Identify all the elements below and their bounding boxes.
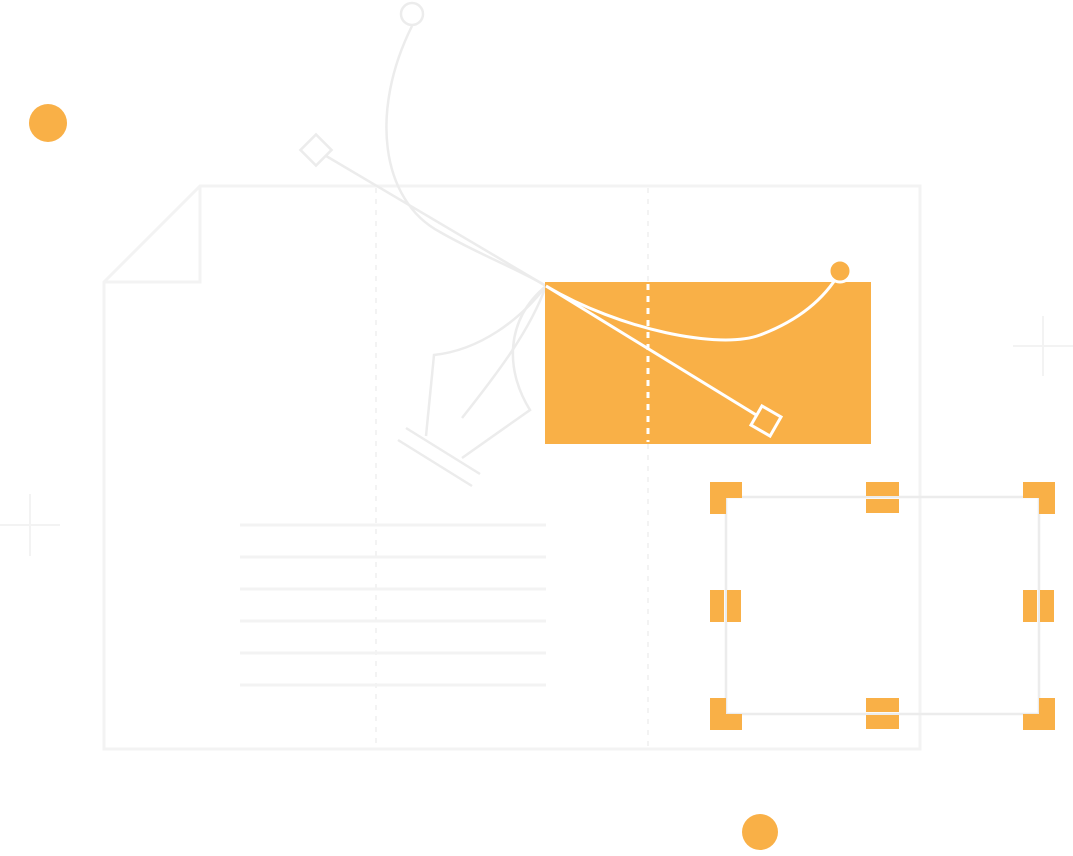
handle-bottom-left [710, 698, 742, 730]
pen-nib-icon [397, 285, 548, 488]
accent-dot-top-left [29, 104, 67, 142]
bezier-curve-icon [298, 1, 547, 288]
handle-middle-left [710, 590, 724, 622]
handle-top-left [710, 482, 742, 514]
handle-middle-right [1023, 590, 1037, 622]
active-bezier-curve-icon [545, 258, 853, 439]
image-placeholder-block [545, 282, 871, 444]
crosshair-icon-left [0, 494, 60, 556]
selection-bounding-box-icon [710, 482, 1055, 730]
handle-bottom-right [1023, 698, 1055, 730]
document-page-icon [102, 184, 922, 751]
handle-bottom-middle [866, 698, 899, 712]
crosshair-icon-right [1013, 316, 1073, 376]
handle-top-right [1023, 482, 1055, 514]
handle-top-middle [866, 482, 899, 496]
text-placeholder-lines [240, 523, 546, 687]
accent-dot-bottom [742, 814, 778, 850]
